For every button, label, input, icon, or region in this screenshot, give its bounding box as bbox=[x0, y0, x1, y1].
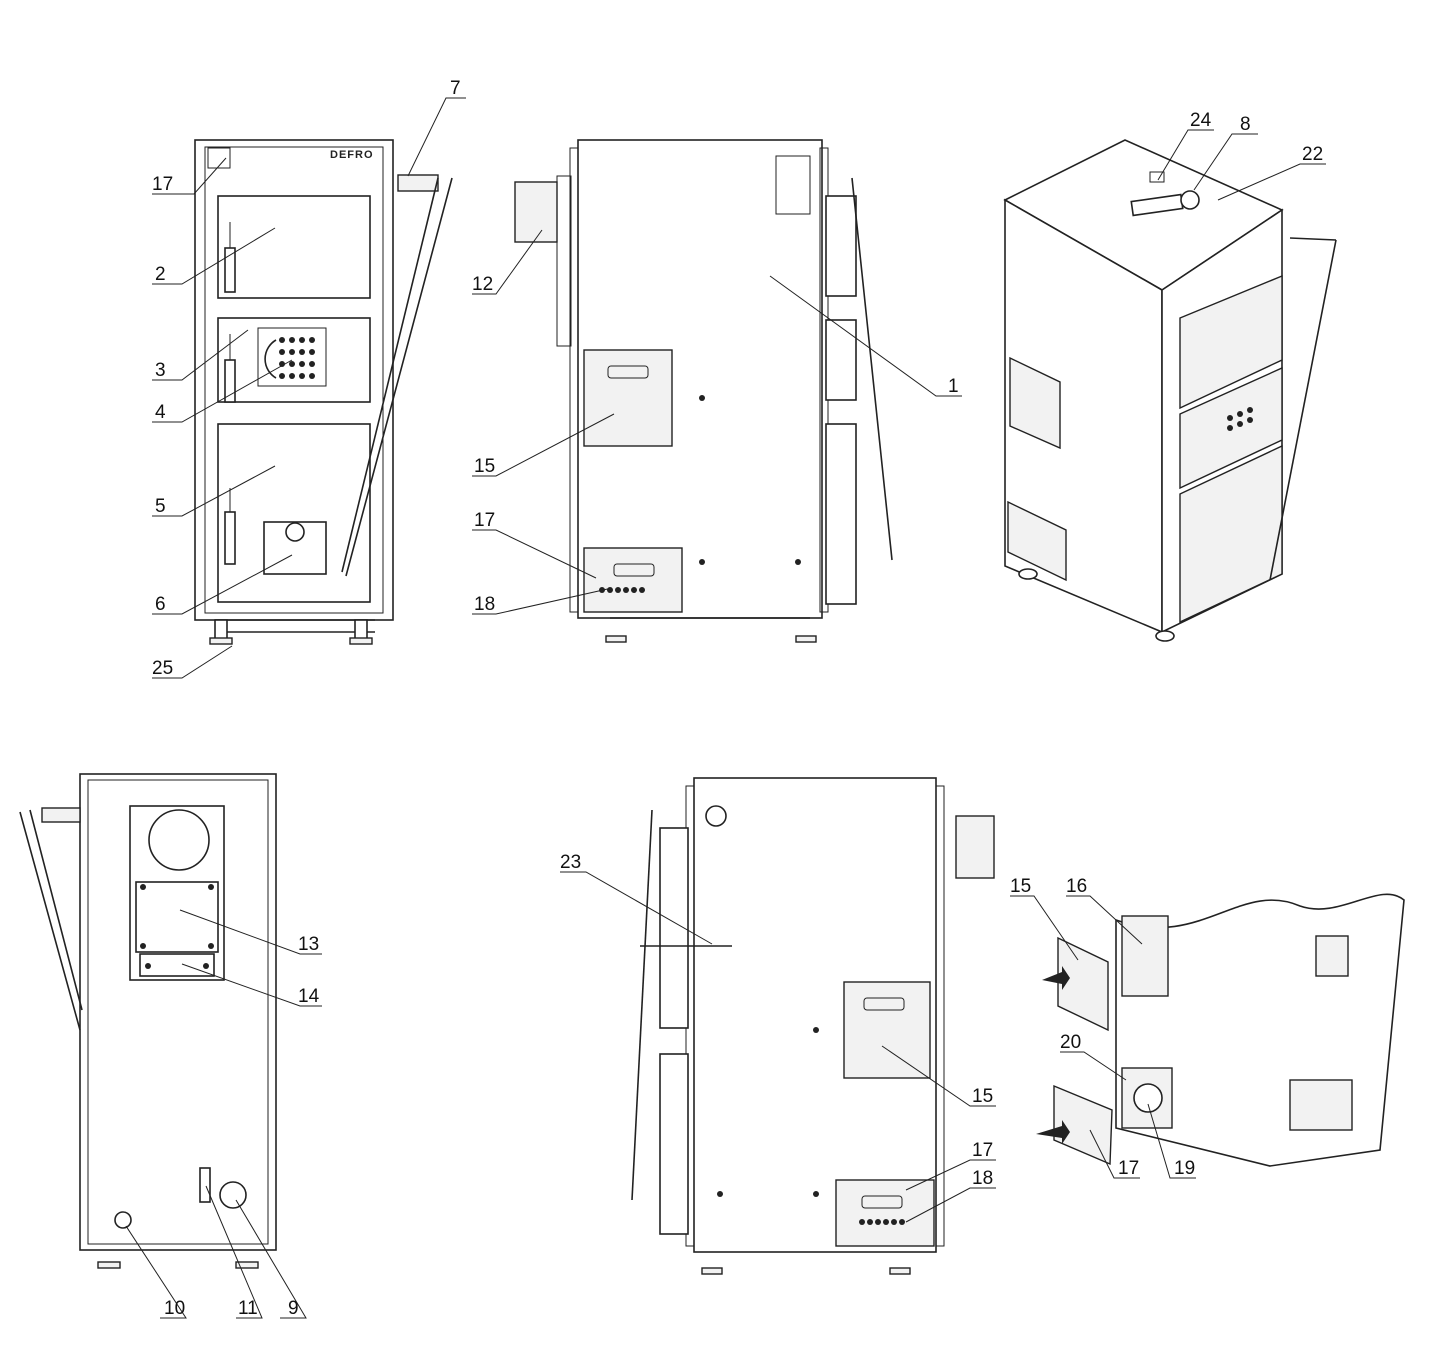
callout-21: 17 bbox=[152, 174, 173, 195]
callout-20: 20 bbox=[1060, 1032, 1081, 1053]
callout-22: 22 bbox=[1302, 144, 1323, 165]
type-plate bbox=[207, 147, 231, 169]
leveling-foot bbox=[209, 637, 233, 645]
side-view-2 bbox=[631, 777, 995, 1275]
flue-outlet bbox=[514, 181, 558, 243]
callout-18-a: 18 bbox=[474, 594, 495, 615]
callout-leaders bbox=[125, 97, 1326, 1319]
side-panel-upper bbox=[583, 349, 673, 447]
return-pipe bbox=[219, 1181, 247, 1209]
safety-valve bbox=[1180, 190, 1200, 210]
callout-25: 25 bbox=[152, 658, 173, 679]
callout-4: 4 bbox=[155, 402, 166, 423]
callout-17-a: 17 bbox=[474, 510, 495, 531]
callout-24: 24 bbox=[1190, 110, 1212, 131]
side-view bbox=[514, 139, 893, 643]
callout-11: 11 bbox=[238, 1298, 258, 1319]
callout-19: 19 bbox=[1174, 1158, 1195, 1179]
callout-15-c: 15 bbox=[1010, 876, 1031, 897]
side-panel-lower-2 bbox=[835, 1179, 935, 1247]
callout-15-b: 15 bbox=[972, 1086, 993, 1107]
side-panel-lower bbox=[583, 547, 683, 613]
rear-view bbox=[19, 773, 277, 1269]
callout-13: 13 bbox=[298, 934, 319, 955]
perspective-vents bbox=[1227, 407, 1253, 431]
callout-1: 1 bbox=[948, 376, 959, 397]
removed-panel-upper bbox=[1057, 936, 1109, 1032]
callout-9: 9 bbox=[288, 1298, 299, 1319]
perspective-view bbox=[1003, 139, 1337, 642]
chain bbox=[341, 177, 439, 573]
inspection-cover bbox=[1133, 1083, 1163, 1113]
lower-handle bbox=[224, 511, 236, 565]
drain-valve bbox=[114, 1211, 132, 1229]
callout-18-b: 18 bbox=[972, 1168, 993, 1189]
callout-8: 8 bbox=[1240, 114, 1251, 135]
side-panel-upper-2 bbox=[843, 981, 931, 1079]
callout-7: 7 bbox=[450, 78, 461, 99]
brand-logo: DEFRO bbox=[330, 149, 374, 161]
callout-15-a: 15 bbox=[474, 456, 495, 477]
callout-labels: 17 2 3 4 5 6 25 7 12 15 17 18 1 24 8 22 … bbox=[152, 78, 1323, 1319]
return-sensor bbox=[199, 1167, 211, 1203]
callout-23: 23 bbox=[560, 852, 581, 873]
air-regulator bbox=[257, 327, 327, 387]
callout-5: 5 bbox=[155, 496, 166, 517]
callout-14: 14 bbox=[298, 986, 320, 1007]
thermostat bbox=[397, 174, 439, 192]
callout-2: 2 bbox=[155, 264, 166, 285]
callout-6: 6 bbox=[155, 594, 166, 615]
middle-handle bbox=[224, 359, 236, 403]
front-view: DEFRO bbox=[194, 139, 453, 645]
side-panel-vents-2 bbox=[859, 1219, 905, 1225]
lower-door bbox=[217, 423, 371, 603]
callout-17-c: 17 bbox=[1118, 1158, 1139, 1179]
callout-10: 10 bbox=[164, 1298, 185, 1319]
callout-12: 12 bbox=[472, 274, 493, 295]
callout-16: 16 bbox=[1066, 876, 1087, 897]
detail-view bbox=[1036, 893, 1405, 1167]
regulator-holes bbox=[279, 337, 315, 379]
upper-door bbox=[217, 195, 371, 299]
callout-17-b: 17 bbox=[972, 1140, 993, 1161]
callout-3: 3 bbox=[155, 360, 166, 381]
flue-opening bbox=[148, 809, 210, 871]
